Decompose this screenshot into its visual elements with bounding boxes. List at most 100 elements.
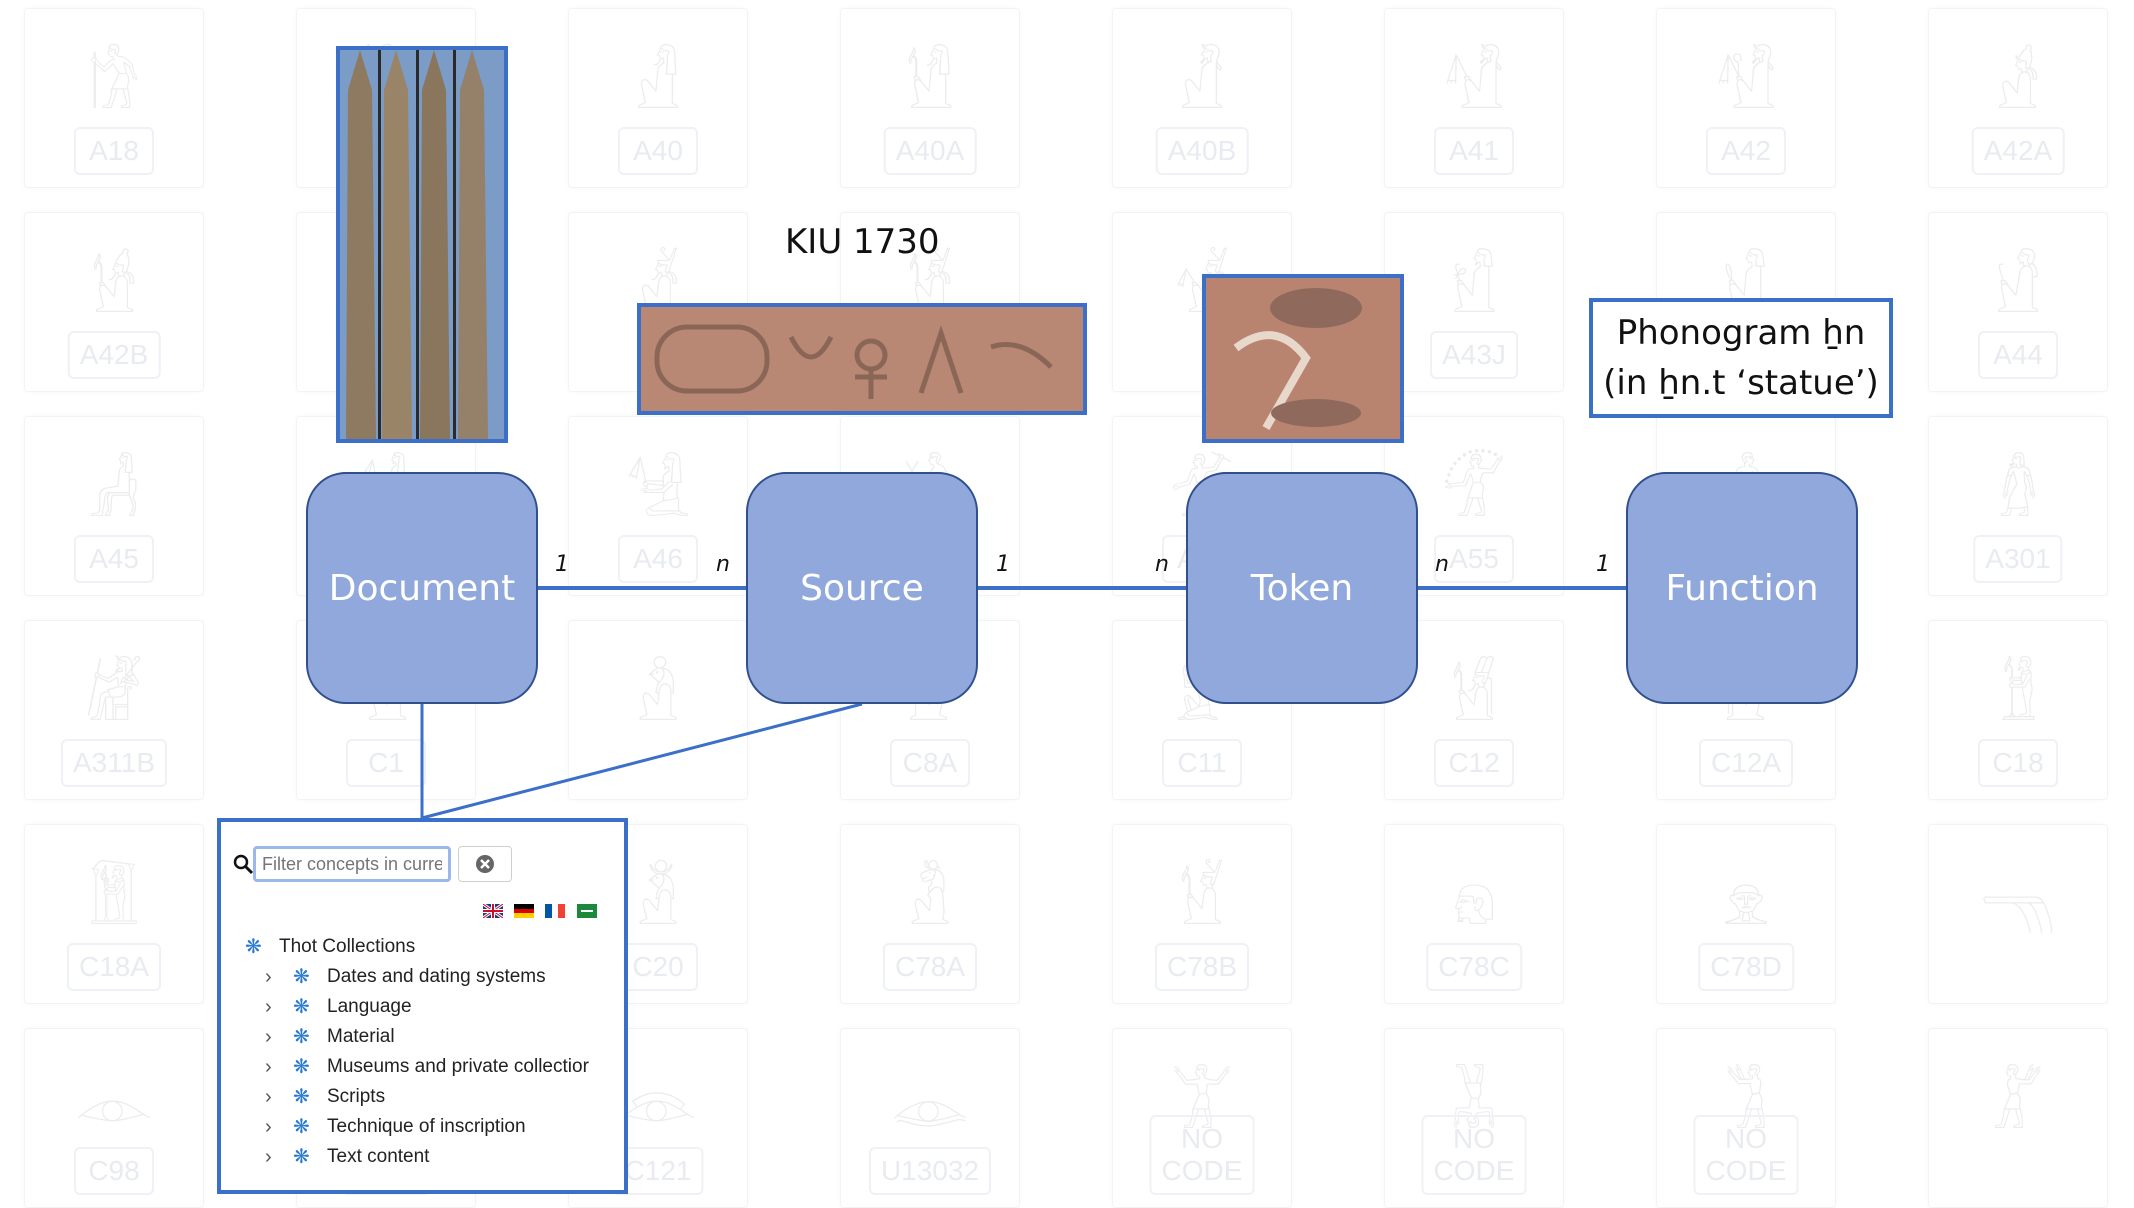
hieroglyph-icon: 𓀻 (88, 458, 140, 532)
hieroglyph-icon: 𓀠 (1170, 1070, 1234, 1144)
function-label-line1: Phonogram ẖn (1616, 313, 1866, 353)
hieroglyph-icon: 𓀰 (1443, 50, 1505, 124)
cardinality-source-token-side1: 1 (996, 552, 1010, 577)
sign-tile: 𓀣 (1928, 1028, 2108, 1208)
sign-code: A43J (1430, 331, 1518, 379)
sign-code: A18 (74, 127, 154, 175)
tree-item-label: Scripts (327, 1086, 386, 1107)
tree-root-label: Thot Collections (279, 936, 416, 957)
arabic-flag-icon[interactable] (577, 904, 597, 918)
concept-icon: ❋ (293, 1086, 310, 1108)
sign-code: A42B (67, 331, 161, 379)
hieroglyph-icon: 𓁹 (74, 1070, 154, 1144)
sign-code: A46 (618, 535, 698, 583)
sign-tile: 𓁸 (1928, 824, 2108, 1004)
hieroglyph-icon: 𓀸 (1450, 254, 1498, 328)
hieroglyph-icon: 𓁴 (908, 866, 952, 940)
chevron-right-icon[interactable]: › (265, 996, 272, 1018)
hieroglyph-icon: 𓁇 (1997, 458, 2039, 532)
cardinality-token-function-side1: 1 (1596, 552, 1610, 577)
sign-code: C11 (1162, 739, 1242, 787)
function-label-box: Phonogram ẖn (in ẖn.t ‘statue’) (1589, 298, 1893, 418)
tree-item-label: Technique of inscription (327, 1116, 526, 1137)
chevron-right-icon[interactable]: › (265, 1086, 272, 1108)
sign-code: A40A (883, 127, 977, 175)
sign-code: C18A (66, 943, 162, 991)
sign-code: A45 (74, 535, 154, 583)
chevron-right-icon[interactable]: › (265, 966, 272, 988)
obelisk-photo (336, 46, 508, 443)
sign-code: C78B (1154, 943, 1250, 991)
sign-code: C121 (612, 1147, 704, 1195)
search-icon (233, 854, 254, 875)
sign-code: NO CODE (1149, 1115, 1255, 1195)
hieroglyph-icon: 𓁵 (1178, 866, 1226, 940)
hieroglyph-icon: 𓁰 (1998, 662, 2038, 736)
sign-code: A40B (1155, 127, 1249, 175)
hieroglyph-icon: 𓁷 (1722, 866, 1770, 940)
chevron-right-icon[interactable]: › (265, 1026, 272, 1048)
sign-tile: 𓁜 (568, 620, 748, 800)
entity-function: Function (1626, 472, 1858, 704)
concept-icon: ❋ (293, 1026, 310, 1048)
hieroglyph-icon: 𓁜 (636, 662, 680, 736)
thesaurus-panel: ❋ Thot Collections › ❋ Dates and dating … (217, 818, 628, 1194)
sign-code: A41 (1434, 127, 1514, 175)
hieroglyph-icon: 𓀺 (1994, 254, 2042, 328)
concept-icon: ❋ (293, 1146, 310, 1168)
hieroglyph-icon: 𓁸 (1980, 866, 2056, 940)
chevron-right-icon[interactable]: › (265, 1146, 272, 1168)
sign-code: U13032 (868, 1147, 992, 1195)
hieroglyph-icon: 𓀡 (1450, 1070, 1498, 1144)
hieroglyph-icon: 𓀳 (90, 254, 138, 328)
concept-icon: ❋ (293, 1056, 310, 1078)
concept-icon: ❋ (293, 1116, 310, 1138)
concept-icon: ❋ (293, 996, 310, 1018)
hieroglyph-icon: 𓀢 (1724, 1070, 1768, 1144)
hieroglyph-icon: 𓀽 (625, 458, 691, 532)
filter-concepts-input[interactable] (253, 846, 451, 882)
clear-icon (476, 855, 494, 873)
sign-code: C98 (74, 1147, 154, 1195)
hieroglyph-icon: 𓀣 (1992, 1070, 2044, 1144)
hieroglyph-icon: 𓀭 (634, 50, 682, 124)
sign-code: C78A (882, 943, 978, 991)
sign-code: C1 (346, 739, 426, 787)
chevron-right-icon[interactable]: › (265, 1056, 272, 1078)
hieroglyph-icon: 𓀮 (905, 50, 955, 124)
sign-code: A301 (1973, 535, 2063, 583)
cardinality-source-side: n (716, 552, 730, 577)
sign-code: C18 (1978, 739, 2058, 787)
clear-filter-button[interactable] (458, 846, 512, 882)
hieroglyph-icon: 𓁳 (636, 866, 680, 940)
german-flag-icon[interactable] (514, 904, 534, 918)
tree-item-label: Museums and private collectior (327, 1056, 589, 1077)
cardinality-document-side: 1 (555, 552, 569, 577)
sign-code: C78C (1426, 943, 1522, 991)
hieroglyph-icon: 𓁱 (88, 866, 140, 940)
hieroglyph-icon: 𓀗 (87, 50, 141, 124)
cardinality-token-function-siden: n (1435, 552, 1449, 577)
uk-flag-icon[interactable] (483, 904, 503, 918)
french-flag-icon[interactable] (545, 904, 565, 918)
sign-code: A44 (1978, 331, 2058, 379)
chevron-right-icon[interactable]: › (265, 1116, 272, 1138)
